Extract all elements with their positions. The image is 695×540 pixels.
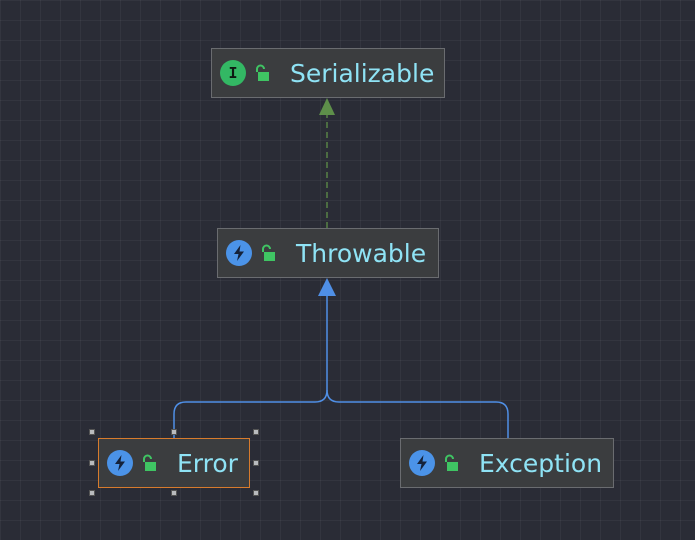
node-throwable[interactable]: Throwable [217, 228, 439, 278]
lightning-icon [409, 450, 435, 476]
lightning-icon [226, 240, 252, 266]
node-label: Error [177, 448, 238, 478]
resize-handle-top[interactable] [171, 429, 177, 435]
resize-handle-bottom[interactable] [171, 490, 177, 496]
unlock-icon [262, 244, 275, 261]
resize-handle-top-right[interactable] [253, 429, 259, 435]
unlock-icon [143, 454, 156, 471]
interface-icon: I [220, 60, 246, 86]
unlock-icon [445, 454, 458, 471]
node-error[interactable]: Error [98, 438, 250, 488]
node-exception[interactable]: Exception [400, 438, 614, 488]
node-label: Throwable [296, 238, 427, 268]
resize-handle-left[interactable] [89, 460, 95, 466]
node-serializable[interactable]: I Serializable [211, 48, 445, 98]
node-label: Serializable [290, 58, 435, 88]
edge-arrowhead-throwable [318, 278, 336, 296]
node-label: Exception [479, 448, 603, 478]
edge-error-extends-throwable [173, 296, 328, 438]
unlock-icon [256, 64, 269, 81]
resize-handle-right[interactable] [253, 460, 259, 466]
lightning-icon [107, 450, 133, 476]
resize-handle-top-left[interactable] [89, 429, 95, 435]
resize-handle-bottom-left[interactable] [89, 490, 95, 496]
edge-throwable-implements-serializable [319, 98, 335, 228]
edge-arrowhead [319, 98, 335, 115]
edge-exception-extends-throwable [326, 389, 509, 438]
resize-handle-bottom-right[interactable] [253, 490, 259, 496]
